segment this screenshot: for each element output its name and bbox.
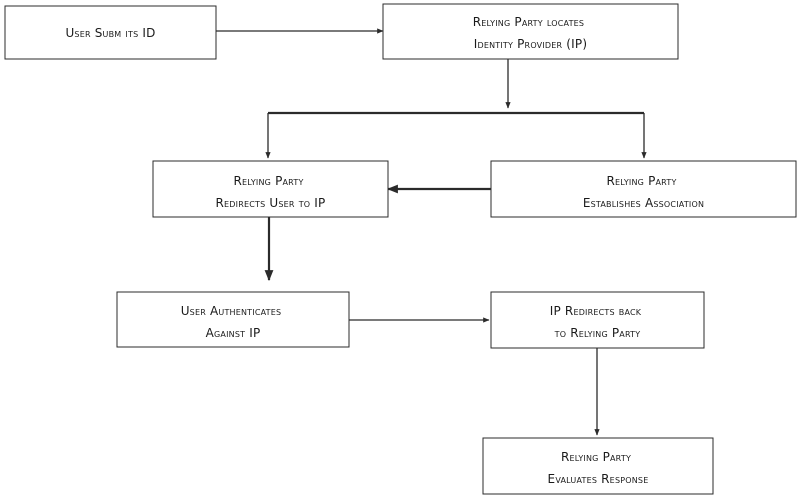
node-label: User Authenticates Against IP [181,304,286,340]
node-ip-redirects-back: IP Redirects back to Relying Party [490,291,705,349]
edges [216,28,647,436]
node-rp-redirects-user: Relying Party Redirects User to IP [152,160,389,218]
node-label: User Subm its ID [65,26,155,40]
node-rp-locates-ip: Relying Party locates Identity Provider … [382,3,679,60]
node-label: Relying Party Establishes Association [583,174,704,210]
node-label: Relying Party Redirects User to IP [216,174,326,210]
node-rp-evaluates-response: Relying Party Evaluates Response [482,437,714,495]
node-label: Relying Party locates Identity Provider … [473,15,588,51]
node-user-submits-id: User Subm its ID [4,5,217,60]
node-rp-establishes-association: Relying Party Establishes Association [490,160,797,218]
node-user-authenticates: User Authenticates Against IP [116,291,350,348]
node-label: Relying Party Evaluates Response [548,450,649,486]
node-label: IP Redirects back to Relying Party [550,304,646,340]
